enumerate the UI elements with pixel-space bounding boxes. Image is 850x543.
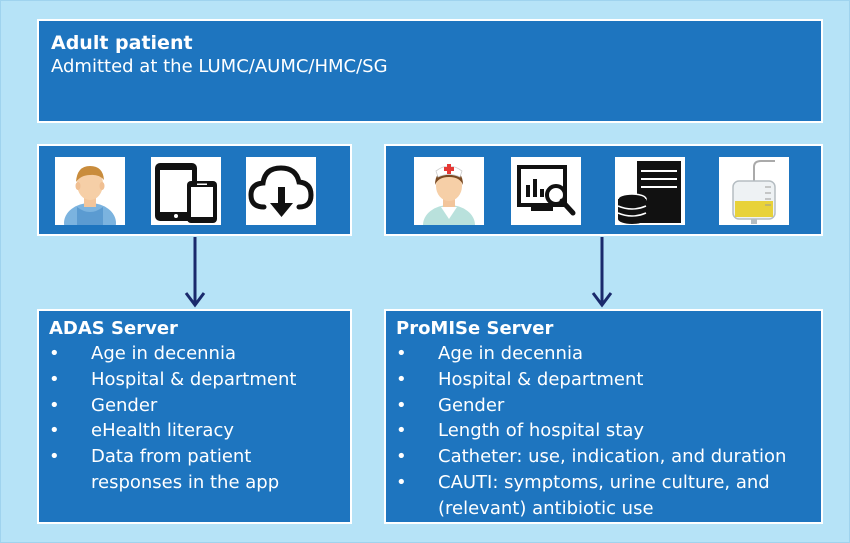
tablet-phone-icon: [151, 157, 221, 225]
adult-patient-title: Adult patient: [51, 32, 193, 54]
cloud-download-icon: [246, 157, 316, 225]
adult-patient-subtitle: Admitted at the LUMC/AUMC/HMC/SG: [51, 56, 388, 77]
nurse-icon: [414, 157, 484, 225]
list-item: Length of hospital stay: [396, 418, 821, 444]
adult-patient-box: Adult patient Admitted at the LUMC/AUMC/…: [37, 19, 823, 123]
right-arrow: [591, 237, 613, 308]
patient-side-icon-bar: [37, 144, 352, 236]
left-arrow: [184, 237, 206, 308]
server-database-icon: [615, 157, 685, 225]
promise-server-list: Age in decennia Hospital & department Ge…: [386, 341, 821, 522]
promise-server-title: ProMISe Server: [396, 318, 554, 339]
adas-server-title: ADAS Server: [49, 318, 178, 339]
monitor-analytics-icon: [511, 157, 581, 225]
list-item: Age in decennia: [49, 341, 350, 367]
adas-server-list: Age in decennia Hospital & department Ge…: [39, 341, 350, 496]
list-item: eHealth literacy: [49, 418, 350, 444]
list-item: Hospital & department: [49, 367, 350, 393]
list-item: Data from patient responses in the app: [49, 444, 350, 496]
list-item: Hospital & department: [396, 367, 821, 393]
adas-server-box: ADAS Server Age in decennia Hospital & d…: [37, 309, 352, 524]
list-item: Age in decennia: [396, 341, 821, 367]
hospital-side-icon-bar: [384, 144, 823, 236]
urine-bag-icon: [719, 157, 789, 225]
list-item: Gender: [396, 393, 821, 419]
patient-icon: [55, 157, 125, 225]
list-item: Gender: [49, 393, 350, 419]
list-item: CAUTI: symptoms, urine culture, and (rel…: [396, 470, 821, 522]
promise-server-box: ProMISe Server Age in decennia Hospital …: [384, 309, 823, 524]
list-item: Catheter: use, indication, and duration: [396, 444, 821, 470]
